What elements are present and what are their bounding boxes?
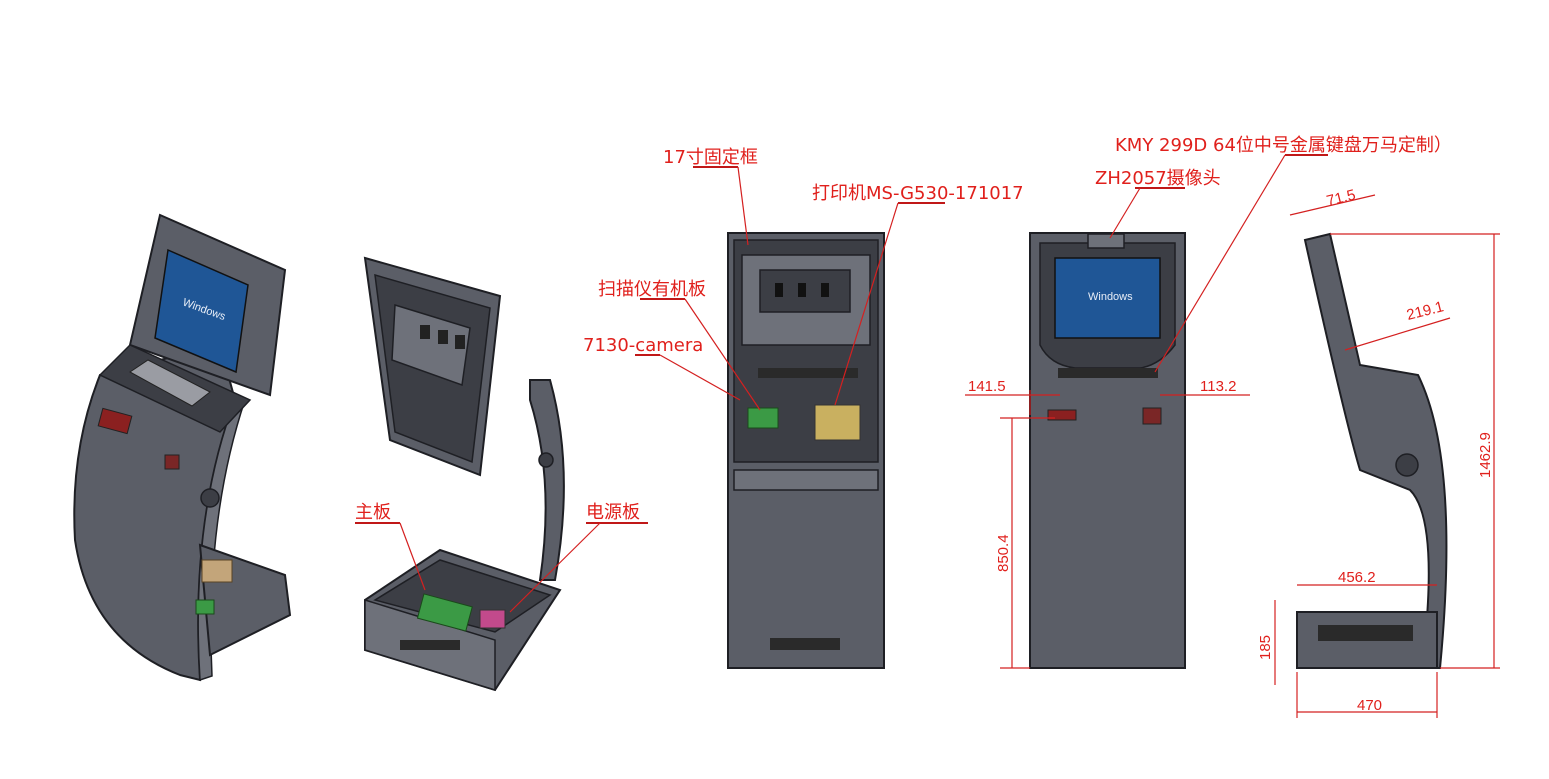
dim-base-height: 185 — [1257, 635, 1274, 660]
dim-reader-height: 850.4 — [995, 534, 1012, 572]
isometric-view-closed: Windows — [73, 213, 292, 682]
isometric-view-open: 主板 电源板 — [355, 256, 648, 692]
label-camera-zh2057: ZH2057摄像头 — [1095, 168, 1221, 189]
label-motherboard: 主板 — [355, 502, 391, 523]
card-reader — [97, 407, 133, 435]
label-fixed-frame: 17寸固定框 — [663, 147, 758, 168]
side-view: 1462.9 71.5 219.1 456.2 185 470 — [1257, 186, 1500, 718]
screen — [154, 248, 249, 374]
screen-windows-text-front: Windows — [1088, 291, 1133, 303]
dim-top-depth: 71.5 — [1325, 186, 1357, 210]
keyboard — [129, 359, 211, 407]
dim-total-height: 1462.9 — [1477, 432, 1494, 478]
label-power-board: 电源板 — [586, 502, 640, 523]
label-keyboard: KMY 299D 64位中号金属键盘万马定制） — [1115, 135, 1452, 156]
dim-base-depth: 470 — [1357, 697, 1382, 714]
label-camera-7130: 7130-camera — [583, 335, 703, 356]
dim-base-depth-top: 456.2 — [1338, 569, 1376, 586]
front-view: Windows 141.5 113.2 850.4 ZH2057摄像头 KMY … — [965, 135, 1452, 669]
label-scanner-board: 扫描仪有机板 — [598, 279, 706, 300]
dim-left-offset: 141.5 — [968, 378, 1006, 395]
dim-right-offset: 113.2 — [1200, 378, 1236, 395]
front-view-open: 17寸固定框 打印机MS-G530-171017 扫描仪有机板 7130-cam… — [583, 147, 1024, 669]
dim-keyboard-depth: 219.1 — [1405, 298, 1446, 324]
label-printer: 打印机MS-G530-171017 — [812, 183, 1024, 204]
